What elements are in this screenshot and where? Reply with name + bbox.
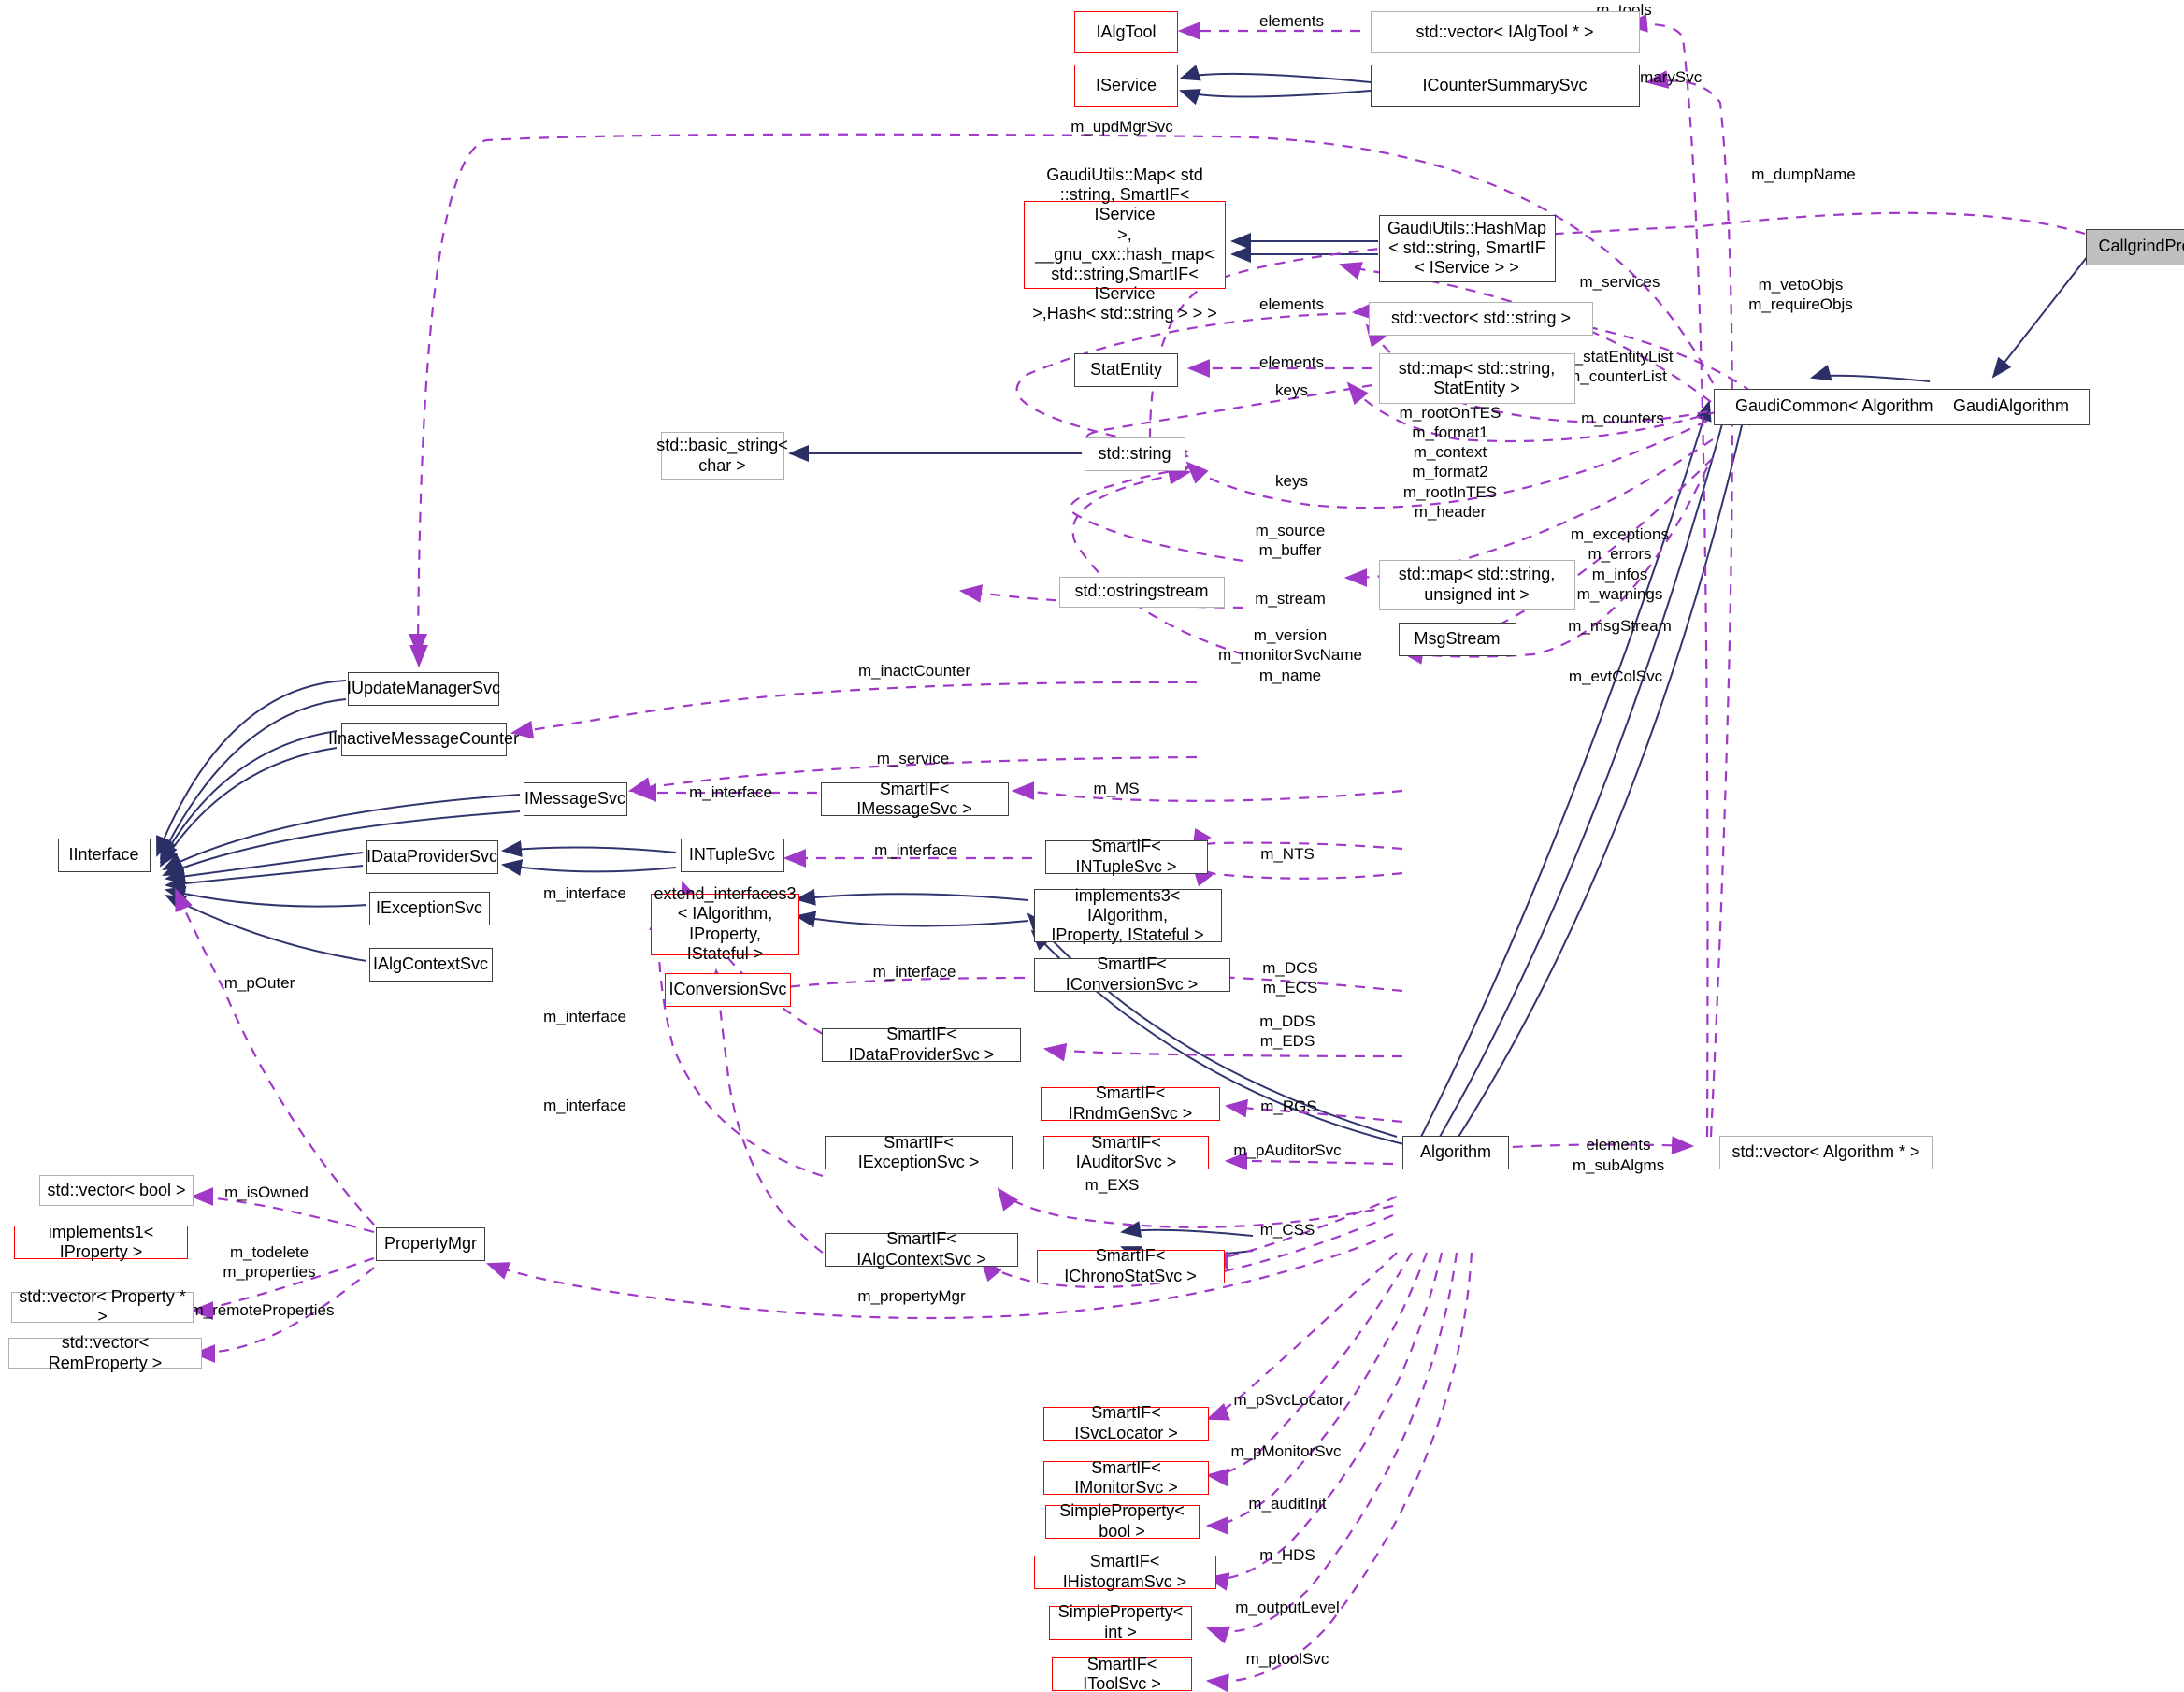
- class-node-vec_remprop[interactable]: std::vector< RemProperty >: [8, 1333, 202, 1372]
- class-node-smartif_icss[interactable]: SmartIF< IChronoStatSvc >: [1036, 1246, 1225, 1285]
- edge-label: m_CSS: [1259, 1221, 1315, 1239]
- class-node-ostringstream[interactable]: std::ostringstream: [1058, 576, 1225, 608]
- class-node-smartif_ihs[interactable]: SmartIF< IHistogramSvc >: [1033, 1552, 1216, 1591]
- class-node-smartif_idps[interactable]: SmartIF< IDataProviderSvc >: [822, 1025, 1021, 1064]
- class-node-smartif_iaud[interactable]: SmartIF< IAuditorSvc >: [1043, 1133, 1209, 1171]
- edge-label: m_NTS: [1260, 845, 1315, 863]
- edge-label: m_HDS: [1259, 1546, 1315, 1564]
- class-node-ialgcontextsvc[interactable]: IAlgContextSvc: [368, 948, 493, 982]
- edge-label: elements: [1259, 12, 1324, 30]
- edge-label: m_ptoolSvc: [1245, 1650, 1329, 1668]
- class-node-imessagesvc[interactable]: IMessageSvc: [523, 782, 627, 816]
- edge-label: m_propertyMgr: [857, 1286, 966, 1305]
- edge-label: m_interface: [874, 840, 957, 859]
- edge-label: m_stream: [1255, 590, 1326, 608]
- edge-label: m_evtColSvc: [1568, 667, 1663, 685]
- class-node-vec_string[interactable]: std::vector< std::string >: [1369, 301, 1593, 336]
- edge-label: m_updMgrSvc: [1070, 117, 1173, 136]
- class-node-idataprovider[interactable]: IDataProviderSvc: [366, 839, 498, 874]
- class-node-ialgtool[interactable]: IAlgTool: [1074, 11, 1178, 53]
- class-node-basic_string[interactable]: std::basic_string< char >: [656, 432, 788, 480]
- edge-label: m_dumpName: [1751, 165, 1856, 183]
- edge-label: m_pAuditorSvc: [1233, 1140, 1342, 1159]
- edge-label: m_rootOnTES m_format1 m_context m_format…: [1399, 403, 1502, 521]
- edge-label: m_exceptions m_errors m_infos m_warnings: [1571, 525, 1669, 603]
- class-node-icountersummary[interactable]: ICounterSummarySvc: [1370, 65, 1640, 107]
- edge-label: m_vetoObjs m_requireObjs: [1748, 276, 1853, 314]
- class-node-smartif_isl[interactable]: SmartIF< ISvcLocator >: [1043, 1403, 1209, 1442]
- class-node-extend3[interactable]: extend_interfaces3 < IAlgorithm, IProper…: [651, 884, 799, 963]
- class-node-smartif_its[interactable]: SmartIF< IToolSvc >: [1052, 1655, 1192, 1692]
- edge-label: m_services: [1579, 273, 1660, 291]
- edge-label: m_service: [876, 750, 950, 767]
- class-node-smartif_ims2[interactable]: SmartIF< IMonitorSvc >: [1043, 1458, 1209, 1497]
- edge-label: keys: [1275, 472, 1308, 490]
- edge-label: m_pOuter: [223, 974, 295, 992]
- class-node-algorithm[interactable]: Algorithm: [1402, 1136, 1509, 1169]
- class-node-simpleprop_bool[interactable]: SimpleProperty< bool >: [1044, 1501, 1200, 1541]
- edge-label: elements: [1586, 1135, 1651, 1154]
- edge-label: elements: [1259, 352, 1324, 371]
- edge-label: m_interface: [543, 1008, 626, 1025]
- class-node-propertymgr[interactable]: PropertyMgr: [376, 1226, 485, 1261]
- class-node-smartif_ics[interactable]: SmartIF< IConversionSvc >: [1033, 954, 1230, 994]
- class-node-gaudihashmap[interactable]: GaudiUtils::HashMap < std::string, Smart…: [1378, 214, 1556, 282]
- edge-label: m_msgStream: [1568, 616, 1672, 635]
- class-node-vec_algorithm[interactable]: std::vector< Algorithm * >: [1719, 1136, 1933, 1169]
- edge-label: m_interface: [872, 963, 956, 981]
- edge-label: m_source m_buffer: [1255, 521, 1326, 559]
- class-node-std_string[interactable]: std::string: [1084, 437, 1185, 471]
- edge-label: keys: [1275, 380, 1308, 399]
- class-node-statentity[interactable]: StatEntity: [1074, 353, 1178, 387]
- class-node-map_uint[interactable]: std::map< std::string, unsigned int >: [1378, 559, 1575, 610]
- class-node-vec_bool[interactable]: std::vector< bool >: [39, 1175, 194, 1206]
- edge-label: m_isOwned: [224, 1183, 309, 1201]
- class-node-smartif_ints[interactable]: SmartIF< INTupleSvc >: [1044, 837, 1208, 876]
- class-node-implements1[interactable]: implements1< IProperty >: [14, 1223, 188, 1261]
- edge-label: m_remoteProperties: [190, 1300, 335, 1319]
- edge-label: m_RGS: [1260, 1097, 1317, 1115]
- edge-label: m_statEntityList m_counterList: [1560, 347, 1674, 385]
- edge-label: m_outputLevel: [1235, 1598, 1340, 1616]
- class-node-vec_ialgtool[interactable]: std::vector< IAlgTool * >: [1370, 11, 1640, 53]
- edge-label: m_todelete m_properties: [223, 1243, 316, 1282]
- edge-label: m_counters: [1581, 409, 1664, 427]
- class-node-iupdatemgr[interactable]: IUpdateManagerSvc: [347, 671, 500, 706]
- class-node-iinterface[interactable]: IInterface: [57, 839, 151, 872]
- class-node-gaudicommon[interactable]: GaudiCommon< Algorithm >: [1714, 388, 1969, 425]
- class-node-smartif_iacs[interactable]: SmartIF< IAlgContextSvc >: [825, 1229, 1018, 1269]
- class-node-simpleprop_int[interactable]: SimpleProperty< int >: [1049, 1602, 1192, 1642]
- class-node-iservice[interactable]: IService: [1074, 65, 1178, 107]
- class-node-vec_property[interactable]: std::vector< Property * >: [11, 1287, 194, 1326]
- class-node-smartif_iexc[interactable]: SmartIF< IExceptionSvc >: [825, 1133, 1013, 1171]
- edge-label: m_pSvcLocator: [1233, 1390, 1344, 1409]
- class-node-iexceptionsvc[interactable]: IExceptionSvc: [368, 892, 490, 925]
- class-node-iinactivemsg[interactable]: IInactiveMessageCounter: [328, 722, 519, 756]
- edge-label: m_inactCounter: [857, 661, 971, 680]
- edge-label: m_interface: [689, 783, 772, 801]
- edge-label: m_MS: [1093, 779, 1140, 797]
- edge-label: m_version m_monitorSvcName m_name: [1218, 626, 1362, 684]
- class-node-smartif_ims[interactable]: SmartIF< IMessageSvc >: [820, 780, 1009, 818]
- class-node-map_statentity[interactable]: std::map< std::string, StatEntity >: [1378, 353, 1575, 404]
- edge-label: m_pMonitorSvc: [1230, 1442, 1342, 1460]
- class-node-gaudimap[interactable]: GaudiUtils::Map< std ::string, SmartIF< …: [1024, 165, 1226, 323]
- class-node-implements3[interactable]: implements3< IAlgorithm, IProperty, ISta…: [1033, 886, 1222, 944]
- class-node-callgrindprofile[interactable]: CallgrindProfile: [2085, 228, 2184, 265]
- edge-label: m_DCS m_ECS: [1262, 958, 1318, 997]
- edge-label: elements: [1259, 295, 1324, 313]
- edge-label: m_interface: [543, 884, 626, 902]
- edge-label: m_interface: [543, 1096, 626, 1114]
- edge-label: m_subAlgms: [1572, 1156, 1665, 1174]
- edge-label: m_auditInit: [1248, 1494, 1327, 1513]
- class-node-smartif_irgs[interactable]: SmartIF< IRndmGenSvc >: [1041, 1083, 1220, 1123]
- class-node-intuplesvc[interactable]: INTupleSvc: [680, 839, 784, 872]
- class-node-gaudialgorithm[interactable]: GaudiAlgorithm: [1933, 388, 2090, 425]
- edge-label: m_EXS: [1085, 1176, 1140, 1194]
- class-node-msgstream[interactable]: MsgStream: [1398, 623, 1516, 656]
- class-node-iconversionsvc[interactable]: IConversionSvc: [665, 973, 791, 1007]
- edge-label: m_DDS m_EDS: [1259, 1011, 1315, 1050]
